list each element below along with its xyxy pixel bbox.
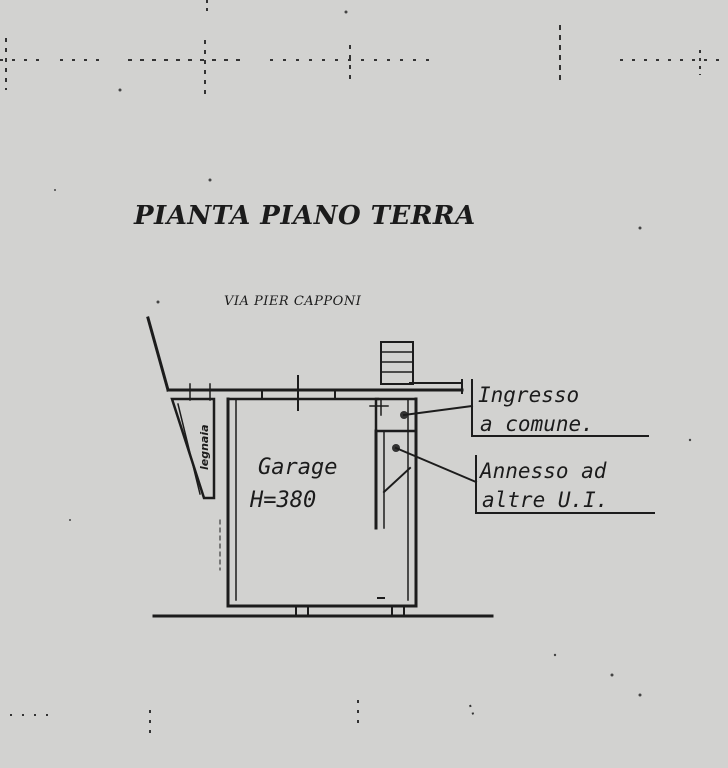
ground-line bbox=[152, 597, 494, 618]
annex-block bbox=[369, 341, 418, 530]
leader-lines bbox=[392, 404, 478, 484]
boundary-diagonal bbox=[146, 316, 170, 392]
annex-note-line2: altre U.I. bbox=[482, 488, 608, 512]
top-border-marks bbox=[0, 0, 728, 95]
garage-room bbox=[219, 397, 418, 608]
garage-label: Garage bbox=[258, 455, 337, 480]
entrance-annotation: Ingresso a comune. bbox=[471, 379, 649, 437]
entrance-note-line2: a comune. bbox=[480, 412, 594, 436]
annex-note-line1: Annesso ad bbox=[478, 459, 607, 483]
plan-title: PIANTA PIANO TERRA bbox=[133, 201, 476, 231]
bottom-border-marks bbox=[10, 700, 476, 740]
woodshed bbox=[170, 397, 216, 500]
paper-specks bbox=[54, 10, 692, 697]
annex-annotation: Annesso ad altre U.I. bbox=[475, 455, 655, 514]
woodshed-label: legnaia bbox=[198, 424, 211, 470]
street-name: VIA PIER CAPPONI bbox=[224, 294, 362, 309]
front-wall bbox=[166, 375, 464, 411]
entrance-note-line1: Ingresso bbox=[478, 383, 579, 407]
garage-height: H=380 bbox=[249, 488, 316, 513]
